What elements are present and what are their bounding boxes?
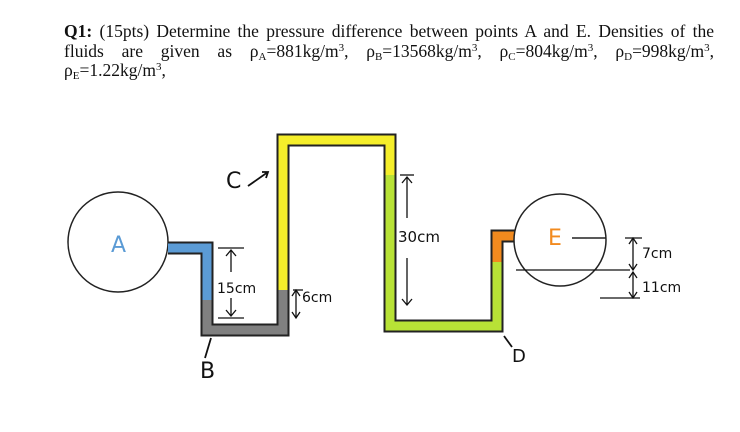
density-symbol: ρ	[348, 40, 375, 61]
density-item: ρB=13568kg/m3,	[348, 40, 482, 63]
density-value: =881kg/m	[266, 40, 339, 61]
density-separator: ,	[344, 40, 349, 61]
density-exponent: 3	[338, 41, 345, 54]
dim-6cm: 6cm	[302, 290, 332, 306]
density-item: ρC=804kg/m3,	[481, 40, 598, 63]
dim-7cm: 7cm	[642, 246, 672, 262]
question-text: Q1: (15pts) Determine the pressure diffe…	[64, 21, 715, 82]
question-number: Q1:	[64, 21, 93, 41]
density-value: =1.22kg/m	[79, 60, 156, 80]
density-value: =13568kg/m	[382, 40, 472, 61]
density-item: ρD=998kg/m3,	[597, 40, 715, 63]
density-subscript: D	[624, 50, 633, 63]
question-points: (15pts)	[99, 21, 150, 41]
density-separator: ,	[709, 40, 715, 61]
label-e: E	[548, 226, 562, 251]
density-separator: ,	[593, 40, 598, 61]
density-symbol: ρ	[481, 40, 509, 61]
density-separator: ,	[161, 60, 166, 80]
density-symbol: ρ	[597, 40, 625, 61]
density-value: =804kg/m	[515, 40, 588, 61]
density-exponent: 3	[471, 41, 478, 54]
density-list: ρA=881kg/m3, ρB=13568kg/m3, ρC=804kg/m3,…	[64, 40, 715, 82]
density-exponent: 3	[155, 61, 162, 73]
container-e	[513, 193, 607, 287]
density-value: =998kg/m	[632, 40, 705, 61]
density-symbol: ρ	[249, 40, 259, 61]
label-b: B	[200, 359, 215, 384]
dim-15cm: 15cm	[217, 281, 256, 297]
density-subscript: A	[258, 50, 267, 63]
density-subscript: E	[72, 70, 80, 82]
label-d: D	[512, 346, 526, 367]
density-item: ρA=881kg/m3,	[249, 40, 349, 63]
fluid-a-tube	[168, 241, 214, 300]
dim-11cm: 11cm	[642, 280, 681, 296]
label-a: A	[111, 233, 126, 258]
density-symbol: ρ	[64, 60, 73, 80]
question-prompt: Determine the pressure difference betwee…	[64, 21, 714, 61]
fluid-c-tube	[276, 133, 397, 290]
density-item: ρE=1.22kg/m3,	[64, 60, 166, 82]
dim-30cm: 30cm	[398, 228, 440, 246]
density-subscript: C	[508, 50, 516, 63]
density-subscript: B	[374, 50, 383, 63]
density-exponent: 3	[704, 41, 710, 54]
label-c: C	[226, 169, 241, 194]
density-exponent: 3	[587, 41, 594, 54]
density-separator: ,	[477, 40, 482, 61]
